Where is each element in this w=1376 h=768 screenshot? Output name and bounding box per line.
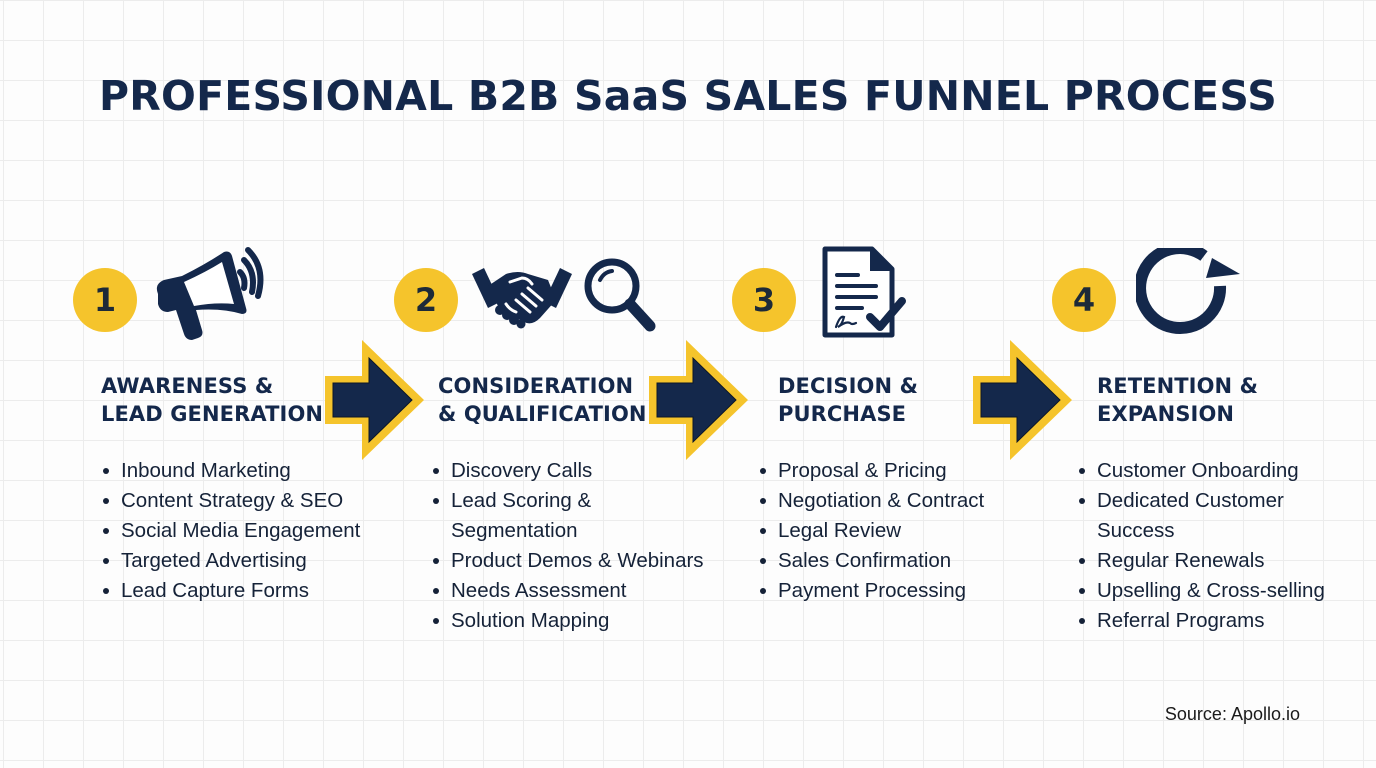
list-item: Discovery Calls bbox=[431, 456, 704, 486]
handshake-icon bbox=[470, 260, 574, 332]
list-item: Proposal & Pricing bbox=[758, 456, 984, 486]
step-badge-4: 4 bbox=[1052, 268, 1116, 332]
list-item: Content Strategy & SEO bbox=[101, 486, 360, 516]
page-title: PROFESSIONAL B2B SaaS SALES FUNNEL PROCE… bbox=[99, 72, 1277, 120]
step-badge-3: 3 bbox=[732, 268, 796, 332]
signed-document-check-icon bbox=[820, 245, 910, 341]
list-item: Targeted Advertising bbox=[101, 546, 360, 576]
list-item: Upselling & Cross-selling bbox=[1077, 576, 1325, 606]
stage-heading-4: RETENTION & EXPANSION bbox=[1097, 374, 1259, 426]
list-item: Solution Mapping bbox=[431, 606, 704, 636]
stage-heading-3: DECISION & PURCHASE bbox=[778, 374, 918, 426]
circular-arrow-renew-icon bbox=[1136, 248, 1244, 344]
list-item: Dedicated Customer Success bbox=[1077, 486, 1287, 546]
stage-3-list: Proposal & Pricing Negotiation & Contrac… bbox=[758, 456, 984, 606]
step-badge-1: 1 bbox=[73, 268, 137, 332]
list-item: Social Media Engagement bbox=[101, 516, 360, 546]
list-item: Negotiation & Contract bbox=[758, 486, 984, 516]
list-item: Inbound Marketing bbox=[101, 456, 360, 486]
stage-4-list: Customer Onboarding Dedicated Customer S… bbox=[1077, 456, 1325, 636]
list-item: Regular Renewals bbox=[1077, 546, 1325, 576]
source-caption: Source: Apollo.io bbox=[1164, 704, 1300, 724]
right-arrow-icon bbox=[970, 336, 1076, 469]
stage-2-list: Discovery Calls Lead Scoring & Segmentat… bbox=[431, 456, 704, 636]
list-item: Lead Scoring & Segmentation bbox=[431, 486, 611, 546]
list-item: Legal Review bbox=[758, 516, 984, 546]
stage-1-list: Inbound Marketing Content Strategy & SEO… bbox=[101, 456, 360, 606]
right-arrow-icon bbox=[646, 336, 752, 469]
list-item: Product Demos & Webinars bbox=[431, 546, 704, 576]
list-item: Lead Capture Forms bbox=[101, 576, 360, 606]
stage-heading-2: CONSIDERATION & QUALIFICATION bbox=[438, 374, 647, 426]
list-item: Customer Onboarding bbox=[1077, 456, 1325, 486]
stage-heading-1: AWARENESS & LEAD GENERATION bbox=[101, 374, 324, 426]
megaphone-icon bbox=[152, 246, 264, 342]
magnifying-glass-icon bbox=[580, 256, 660, 336]
right-arrow-icon bbox=[322, 336, 428, 469]
step-badge-2: 2 bbox=[394, 268, 458, 332]
list-item: Payment Processing bbox=[758, 576, 984, 606]
list-item: Referral Programs bbox=[1077, 606, 1325, 636]
list-item: Sales Confirmation bbox=[758, 546, 984, 576]
list-item: Needs Assessment bbox=[431, 576, 704, 606]
